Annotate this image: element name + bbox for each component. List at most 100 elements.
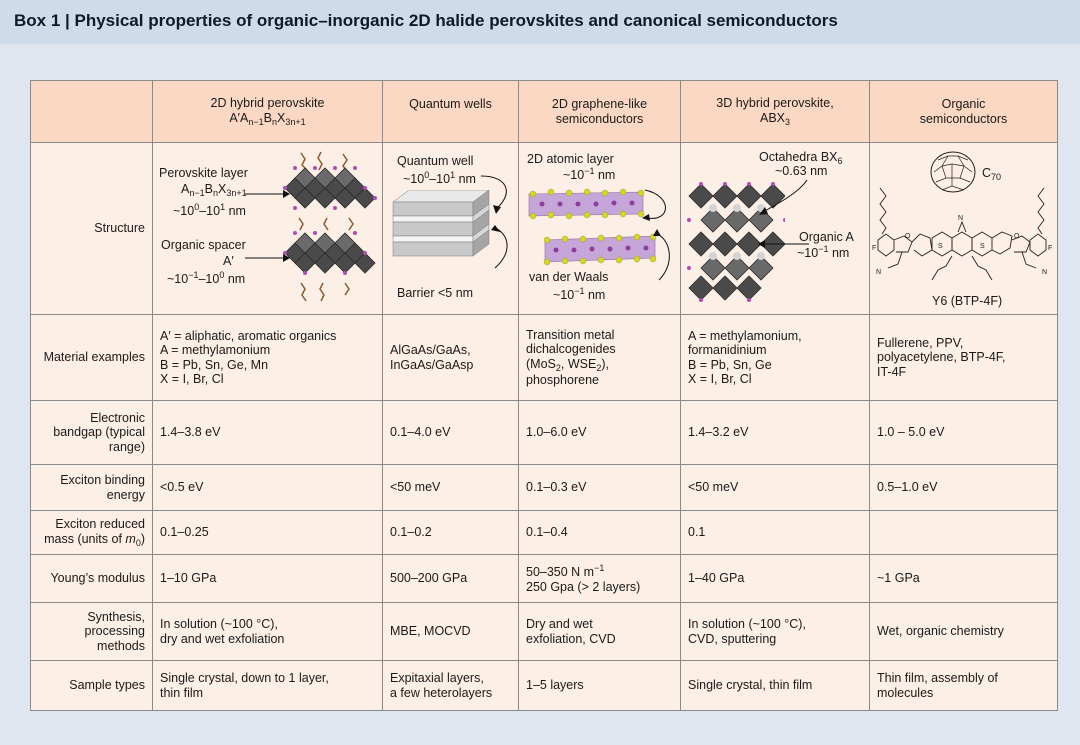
synthesis-line: dry and wet exfoliation	[160, 631, 285, 646]
material-line: B = Pb, Sn, Ge	[688, 357, 772, 372]
svg-text:N: N	[1042, 269, 1047, 276]
svg-text:N: N	[876, 269, 881, 276]
material-line: A = methylamonium,	[688, 328, 802, 343]
mass-3d-perovskite: 0.1	[680, 510, 870, 555]
col-header-label: 3D hybrid perovskite,	[716, 96, 834, 111]
sample-organic: Thin film, assembly of molecules	[869, 660, 1058, 711]
sample-line: thin film	[160, 685, 204, 700]
synthesis-3d-perovskite: In solution (~100 °C), CVD, sputtering	[680, 602, 870, 661]
row-binding-energy: Exciton binding energy <0.5 eV <50 meV 0…	[30, 464, 1058, 511]
material-line: IT-4F	[877, 364, 907, 379]
row-label-binding: Exciton binding energy	[30, 464, 153, 511]
bandgap-3d-perovskite: 1.4–3.2 eV	[680, 400, 870, 465]
row-sample-types: Sample types Single crystal, down to 1 l…	[30, 660, 1058, 711]
col-header-formula: A′An−1BnX3n+1	[229, 110, 306, 127]
synthesis-line: CVD, sputtering	[688, 631, 777, 646]
material-line: AlGaAs/GaAs,	[390, 343, 471, 358]
mass-organic	[869, 510, 1058, 555]
row-label-young: Young’s modulus	[30, 554, 153, 603]
svg-text:O: O	[905, 233, 911, 240]
young-2d-perovskite: 1–10 GPa	[152, 554, 383, 603]
header-empty	[30, 80, 153, 143]
material-line: Transition metal	[526, 327, 615, 342]
binding-2d-graphene: 0.1–0.3 eV	[518, 464, 681, 511]
sample-line: molecules	[877, 685, 934, 700]
bandgap-2d-graphene: 1.0–6.0 eV	[518, 400, 681, 465]
col-header-organic: Organic semiconductors	[869, 80, 1058, 143]
svg-text:S: S	[938, 243, 943, 250]
atomic-layer-label: 2D atomic layer	[527, 151, 614, 166]
organic-a-size: ~10−1 nm	[797, 243, 850, 260]
bandgap-organic: 1.0 – 5.0 eV	[869, 400, 1058, 465]
structure-quantum-wells: Quantum well ~100–101 nm	[382, 142, 519, 315]
synthesis-2d-perovskite: In solution (~100 °C), dry and wet exfol…	[152, 602, 383, 661]
structure-2d-perovskite: Perovskite layer An−1BnX3n+1 ~100–101 nm…	[152, 142, 383, 315]
material-line: X = I, Br, Cl	[688, 371, 752, 386]
structure-organic: C70	[869, 142, 1058, 315]
binding-quantum-wells: <50 meV	[382, 464, 519, 511]
organic-spacer-size: ~10−1–100 nm	[167, 269, 246, 286]
synthesis-line: In solution (~100 °C),	[160, 617, 278, 632]
3d-perovskite-lattice-illustration	[687, 181, 785, 302]
box-header: Box 1 | Physical properties of organic–i…	[0, 0, 1080, 44]
svg-text:S: S	[980, 243, 985, 250]
material-line: (MoS2, WSE2),	[526, 356, 609, 373]
c70-fullerene-illustration	[930, 151, 976, 192]
row-youngs-modulus: Young’s modulus 1–10 GPa 500–200 GPa 50–…	[30, 554, 1058, 603]
material-3d-perovskite: A = methylamonium, formanidinium B = Pb,…	[680, 314, 870, 401]
synthesis-2d-graphene: Dry and wet exfoliation, CVD	[518, 602, 681, 661]
row-label-mass: Exciton reduced mass (units of m0)	[30, 510, 153, 555]
c70-label: C70	[982, 165, 1002, 182]
col-header-label: 2D graphene-like semiconductors	[551, 97, 648, 126]
young-organic: ~1 GPa	[869, 554, 1058, 603]
material-line: dichalcogenides	[526, 342, 616, 357]
quantum-well-size: ~100–101 nm	[403, 169, 476, 186]
sample-3d-perovskite: Single crystal, thin film	[680, 660, 870, 711]
synthesis-line: Dry and wet	[526, 617, 593, 632]
atomic-layer-size: ~10−1 nm	[563, 165, 616, 182]
organic-spacer-label: Organic spacer	[161, 237, 246, 252]
quantum-well-stack-illustration	[392, 189, 490, 256]
bandgap-quantum-wells: 0.1–4.0 eV	[382, 400, 519, 465]
binding-organic: 0.5–1.0 eV	[869, 464, 1058, 511]
sample-line: Single crystal, down to 1 layer,	[160, 671, 329, 686]
mass-quantum-wells: 0.1–0.2	[382, 510, 519, 555]
col-header-2d-perovskite: 2D hybrid perovskite A′An−1BnX3n+1	[152, 80, 383, 143]
material-2d-perovskite: A′ = aliphatic, aromatic organics A = me…	[152, 314, 383, 401]
layered-perovskite-illustration	[283, 151, 377, 301]
pointer-arrows	[245, 189, 290, 262]
vdw-label: van der Waals	[529, 269, 609, 284]
material-line: B = Pb, Sn, Ge, Mn	[160, 357, 269, 372]
material-line: polyacetylene, BTP-4F,	[877, 350, 1006, 365]
col-header-formula: ABX3	[759, 110, 791, 127]
material-line: InGaAs/GaAsp	[390, 357, 474, 372]
binding-2d-perovskite: <0.5 eV	[152, 464, 383, 511]
2d-layers-illustration	[528, 188, 670, 280]
material-line: A = methylamonium	[160, 343, 271, 358]
col-header-quantum-wells: Quantum wells	[382, 80, 519, 143]
material-quantum-wells: AlGaAs/GaAs, InGaAs/GaAsp	[382, 314, 519, 401]
svg-text:O: O	[1014, 233, 1020, 240]
material-organic: Fullerene, PPV, polyacetylene, BTP-4F, I…	[869, 314, 1058, 401]
svg-text:F: F	[872, 245, 876, 252]
row-synthesis: Synthesis, processing methods In solutio…	[30, 602, 1058, 661]
callout-arrows	[480, 175, 508, 268]
young-2d-graphene: 50–350 N m−1 250 Gpa (> 2 layers)	[518, 554, 681, 603]
material-line: phosphorene	[526, 372, 599, 387]
col-header-label: 2D hybrid perovskite	[210, 96, 325, 111]
young-line: 50–350 N m−1	[526, 563, 605, 580]
sample-line: Expitaxial layers,	[390, 671, 484, 686]
organic-spacer-symbol: A′	[223, 253, 234, 268]
row-label-bandgap: Electronic bandgap (typical range)	[30, 400, 153, 465]
synthesis-quantum-wells: MBE, MOCVD	[382, 602, 519, 661]
row-label-material: Material examples	[30, 314, 153, 401]
col-header-label: Quantum wells	[409, 97, 492, 112]
perovskite-layer-label: Perovskite layer	[159, 165, 248, 180]
header-row: 2D hybrid perovskite A′An−1BnX3n+1 Quant…	[30, 80, 1058, 143]
box-title: Box 1 | Physical properties of organic–i…	[14, 11, 838, 30]
material-2d-graphene: Transition metal dichalcogenides (MoS2, …	[518, 314, 681, 401]
sample-quantum-wells: Expitaxial layers, a few heterolayers	[382, 660, 519, 711]
properties-table: 2D hybrid perovskite A′An−1BnX3n+1 Quant…	[30, 80, 1058, 711]
col-header-2d-graphene: 2D graphene-like semiconductors	[518, 80, 681, 143]
